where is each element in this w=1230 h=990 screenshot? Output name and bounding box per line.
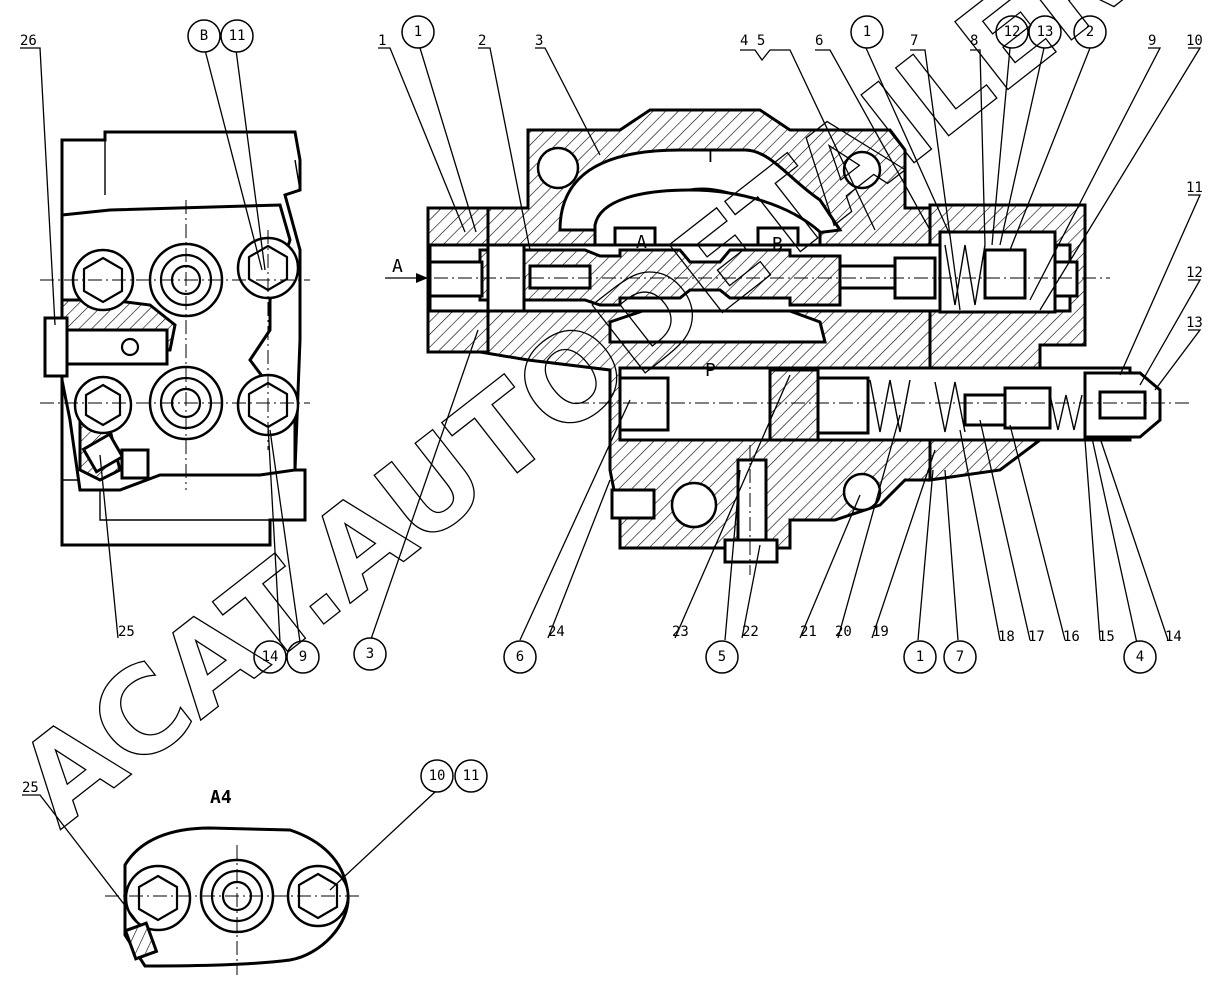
port-label-a: A <box>636 232 647 253</box>
callout-18: 18 <box>998 629 1015 645</box>
callout-4-5: 4 5 <box>740 33 765 49</box>
svg-text:10: 10 <box>429 768 446 784</box>
svg-text:11: 11 <box>463 768 480 784</box>
circled-callout-7: 7 <box>943 640 977 674</box>
end-view <box>40 130 310 547</box>
svg-text:6: 6 <box>516 649 524 665</box>
callout-11: 11 <box>1186 180 1203 196</box>
svg-text:14: 14 <box>262 649 279 665</box>
callout-8: 8 <box>970 33 978 49</box>
svg-text:2: 2 <box>1086 24 1094 40</box>
callout-10: 10 <box>1186 33 1203 49</box>
port-label-b: B <box>772 234 783 255</box>
callout-9: 9 <box>1148 33 1156 49</box>
callout-25-detail: 25 <box>22 780 39 796</box>
callout-19: 19 <box>872 624 889 640</box>
svg-text:4: 4 <box>1136 649 1144 665</box>
detail-view-title: A4 <box>210 787 232 808</box>
detail-view-a4 <box>105 826 360 975</box>
svg-text:1: 1 <box>863 24 871 40</box>
callout-16: 16 <box>1063 629 1080 645</box>
svg-text:13: 13 <box>1037 24 1054 40</box>
circled-callout-b: B <box>187 19 221 53</box>
callout-6: 6 <box>815 33 823 49</box>
circled-callout-5: 5 <box>705 640 739 674</box>
callout-7: 7 <box>910 33 918 49</box>
svg-text:11: 11 <box>229 28 246 44</box>
callout-22: 22 <box>742 624 759 640</box>
circled-callout-11: 11 <box>220 19 254 53</box>
callout-2: 2 <box>478 33 486 49</box>
callout-numbers: 26 1 2 3 4 5 6 7 8 9 10 11 12 13 25 24 2… <box>20 33 1203 796</box>
arrow-label-a: A <box>392 256 403 277</box>
circled-callout-9: 9 <box>286 640 320 674</box>
callout-23: 23 <box>672 624 689 640</box>
leader-lines <box>20 47 1202 926</box>
callout-1: 1 <box>378 33 386 49</box>
circled-callouts: B 11 1 1 12 13 2 14 9 3 6 5 1 7 4 10 11 <box>187 15 1157 793</box>
circled-callout-1: 1 <box>850 15 884 49</box>
circled-callout-2: 2 <box>1073 15 1107 49</box>
callout-3: 3 <box>535 33 543 49</box>
circled-callout-11: 11 <box>454 759 488 793</box>
circled-callout-12: 12 <box>995 15 1029 49</box>
circled-callout-13: 13 <box>1028 15 1062 49</box>
callout-17: 17 <box>1028 629 1045 645</box>
callout-21: 21 <box>800 624 817 640</box>
callout-14: 14 <box>1165 629 1182 645</box>
port-label-pressure: P <box>705 360 716 381</box>
circled-callout-4: 4 <box>1123 640 1157 674</box>
svg-text:7: 7 <box>956 649 964 665</box>
callout-12: 12 <box>1186 265 1203 281</box>
callout-26: 26 <box>20 33 37 49</box>
circled-callout-1: 1 <box>903 640 937 674</box>
port-label-tank: T <box>705 146 716 167</box>
circled-callout-10: 10 <box>420 759 454 793</box>
svg-text:12: 12 <box>1004 24 1021 40</box>
svg-text:3: 3 <box>366 646 374 662</box>
circled-callout-14: 14 <box>253 640 287 674</box>
svg-text:1: 1 <box>916 649 924 665</box>
callout-15: 15 <box>1098 629 1115 645</box>
circled-callout-1: 1 <box>401 15 435 49</box>
svg-text:1: 1 <box>414 24 422 40</box>
circled-callout-6: 6 <box>503 640 537 674</box>
callout-24: 24 <box>548 624 565 640</box>
callout-25-end: 25 <box>118 624 135 640</box>
section-view <box>385 108 1190 575</box>
svg-text:5: 5 <box>718 649 726 665</box>
callout-13: 13 <box>1186 315 1203 331</box>
svg-text:9: 9 <box>299 649 307 665</box>
circled-callout-3: 3 <box>353 637 387 671</box>
port-labels: T A B P A A4 <box>210 146 783 808</box>
callout-20: 20 <box>835 624 852 640</box>
svg-text:B: B <box>200 28 208 44</box>
